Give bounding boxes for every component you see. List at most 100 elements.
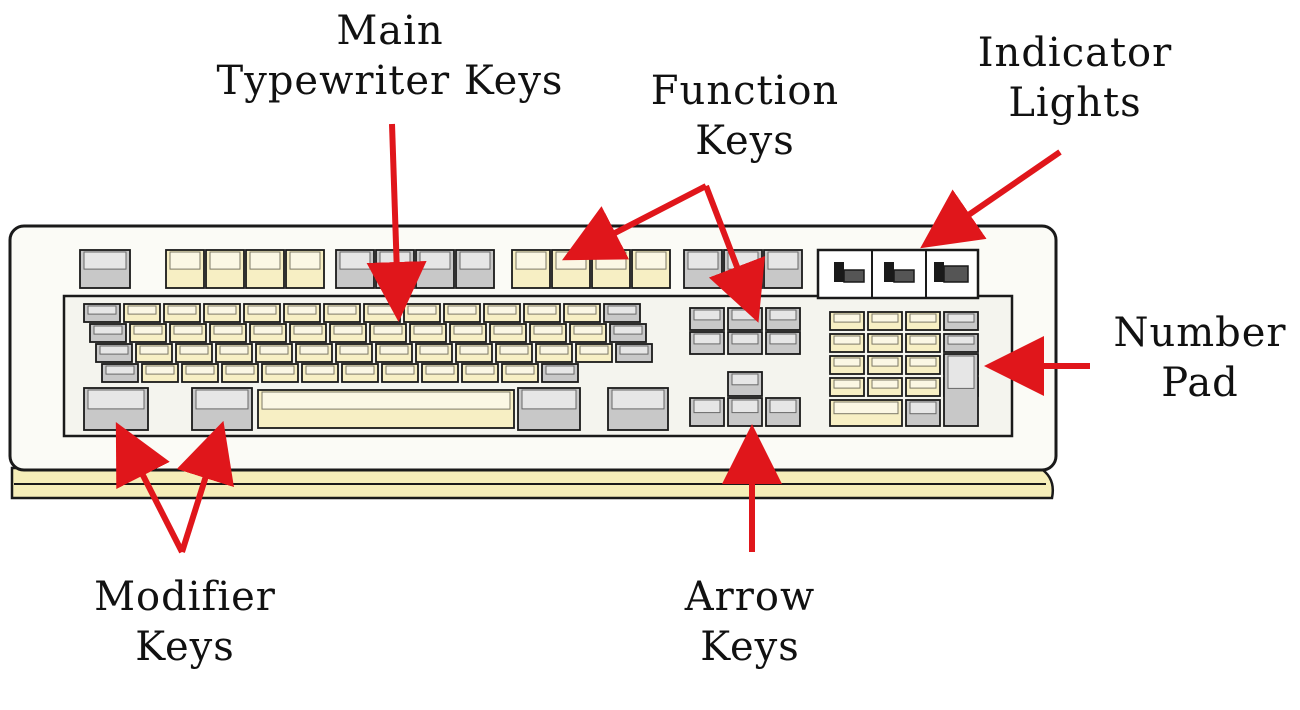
typewriter-key — [615, 343, 653, 363]
function-key — [551, 249, 591, 289]
typewriter-key — [461, 363, 499, 383]
typewriter-key — [141, 363, 179, 383]
function-key — [591, 249, 631, 289]
function-key — [165, 249, 205, 289]
typewriter-key — [215, 343, 253, 363]
number-pad-key — [905, 399, 941, 427]
navigation-key — [727, 331, 763, 355]
escape-key — [79, 249, 131, 289]
function-key — [683, 249, 723, 289]
navigation-key — [727, 307, 763, 331]
number-pad-key — [943, 333, 979, 353]
number-pad-key — [943, 311, 979, 331]
typewriter-key — [495, 343, 533, 363]
label-line: Lights — [1008, 80, 1142, 126]
label-line: Function — [650, 68, 840, 114]
label-line: Keys — [700, 624, 800, 670]
typewriter-key — [283, 303, 321, 323]
number-pad-key — [905, 333, 941, 353]
typewriter-key — [83, 303, 121, 323]
typewriter-key — [443, 303, 481, 323]
indicator-light-icon — [834, 262, 865, 283]
typewriter-key — [501, 363, 539, 383]
label-main-typewriter-keys: Main Typewriter Keys — [200, 6, 580, 106]
arrow-key-left — [689, 397, 725, 427]
label-number-pad: Number Pad — [1100, 308, 1300, 408]
function-key — [763, 249, 803, 289]
typewriter-key — [249, 323, 287, 343]
typewriter-key — [609, 323, 647, 343]
pointer-arrow — [115, 421, 185, 554]
typewriter-key — [95, 343, 133, 363]
label-function-keys: Function Keys — [630, 66, 860, 166]
number-pad-key — [829, 377, 865, 397]
space-bar — [257, 389, 515, 429]
label-line: Pad — [1161, 360, 1239, 406]
navigation-key — [689, 307, 725, 331]
label-line: Arrow — [684, 574, 816, 620]
label-line: Keys — [695, 118, 795, 164]
typewriter-key — [329, 323, 367, 343]
function-key — [455, 249, 495, 289]
typewriter-key — [129, 323, 167, 343]
number-pad-key — [829, 333, 865, 353]
typewriter-key — [203, 303, 241, 323]
typewriter-key — [403, 303, 441, 323]
function-key — [511, 249, 551, 289]
pointer-arrow — [562, 183, 708, 261]
typewriter-key — [449, 323, 487, 343]
indicator-light-icon — [884, 262, 915, 283]
typewriter-key — [341, 363, 379, 383]
typewriter-key — [243, 303, 281, 323]
typewriter-key — [135, 343, 173, 363]
typewriter-key — [163, 303, 201, 323]
number-pad-key — [905, 355, 941, 375]
pointer-arrow — [920, 149, 1062, 249]
typewriter-key — [335, 343, 373, 363]
pointer-arrows — [115, 123, 1090, 554]
number-pad-enter-key — [943, 353, 979, 427]
label-line: Keys — [135, 624, 235, 670]
label-line: Modifier — [94, 574, 276, 620]
number-pad-key — [867, 333, 903, 353]
typewriter-key — [101, 363, 139, 383]
typewriter-key — [289, 323, 327, 343]
number-pad-key — [905, 311, 941, 331]
typewriter-key — [569, 323, 607, 343]
typewriter-key — [535, 343, 573, 363]
number-pad-key — [829, 311, 865, 331]
typewriter-key — [255, 343, 293, 363]
label-indicator-lights: Indicator Lights — [955, 28, 1195, 128]
pointer-arrow — [176, 420, 234, 553]
typewriter-key — [209, 323, 247, 343]
number-pad-key — [829, 355, 865, 375]
indicator-light-icon — [934, 262, 969, 283]
arrow-key-down — [727, 397, 763, 427]
function-key — [631, 249, 671, 289]
function-key — [415, 249, 455, 289]
navigation-key — [689, 331, 725, 355]
pointer-arrow — [366, 123, 427, 322]
typewriter-key — [89, 323, 127, 343]
typewriter-key — [175, 343, 213, 363]
arrow-key-right — [765, 397, 801, 427]
modifier-key — [83, 387, 149, 431]
typewriter-key — [523, 303, 561, 323]
indicator-lights-panel — [816, 248, 980, 300]
typewriter-key — [381, 363, 419, 383]
typewriter-key — [563, 303, 601, 323]
label-line: Indicator — [977, 30, 1173, 76]
arrow-key-up — [727, 371, 763, 397]
typewriter-key — [575, 343, 613, 363]
function-key — [245, 249, 285, 289]
typewriter-key — [409, 323, 447, 343]
typewriter-key — [363, 303, 401, 323]
typewriter-key — [415, 343, 453, 363]
navigation-key — [765, 331, 801, 355]
typewriter-key — [375, 343, 413, 363]
typewriter-key — [455, 343, 493, 363]
number-pad-key — [867, 377, 903, 397]
label-line: Number — [1113, 310, 1287, 356]
function-key — [205, 249, 245, 289]
